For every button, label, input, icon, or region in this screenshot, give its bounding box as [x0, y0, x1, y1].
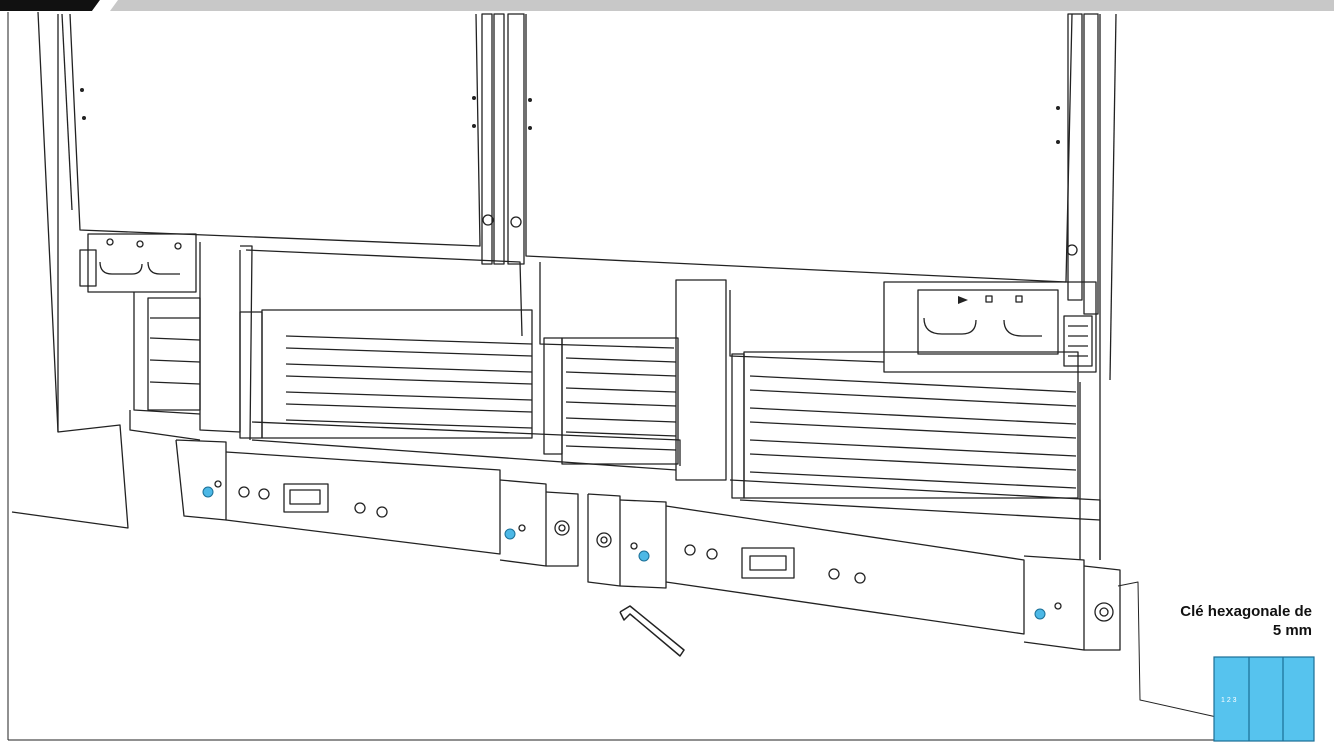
legend-digits: 1 2 3	[1221, 697, 1237, 704]
right-upper-panel	[525, 13, 1117, 381]
left-wall	[7, 11, 1300, 741]
screw-1	[202, 486, 214, 498]
screw-3	[638, 550, 650, 562]
left-top-bracket	[79, 233, 197, 293]
screw-2	[504, 528, 516, 540]
center-left-grille	[239, 309, 563, 455]
left-grille	[147, 297, 201, 411]
right-mounting-rail	[665, 505, 1231, 721]
right-top-bracket	[883, 281, 1097, 373]
lower-frame	[129, 242, 1101, 560]
tool-label-line-1: Clé hexagonale de	[1180, 603, 1312, 620]
hex-key-icon	[619, 605, 685, 657]
tool-label: Clé hexagonale de 5 mm	[1180, 602, 1312, 640]
left-upper-panel	[61, 13, 481, 247]
tool-label-line-2: 5 mm	[1272, 622, 1312, 639]
right-grille	[731, 351, 1079, 499]
center-mounting-rail	[587, 493, 667, 589]
center-grille	[561, 337, 679, 465]
rack-legend-icon: 1 2 3	[1213, 656, 1315, 742]
left-mounting-rail	[175, 439, 579, 567]
secondary-screws	[214, 480, 1062, 610]
screw-4	[1034, 608, 1046, 620]
header-bar	[0, 0, 1334, 11]
center-rail	[481, 13, 532, 265]
highlighted-screws	[202, 486, 1046, 620]
